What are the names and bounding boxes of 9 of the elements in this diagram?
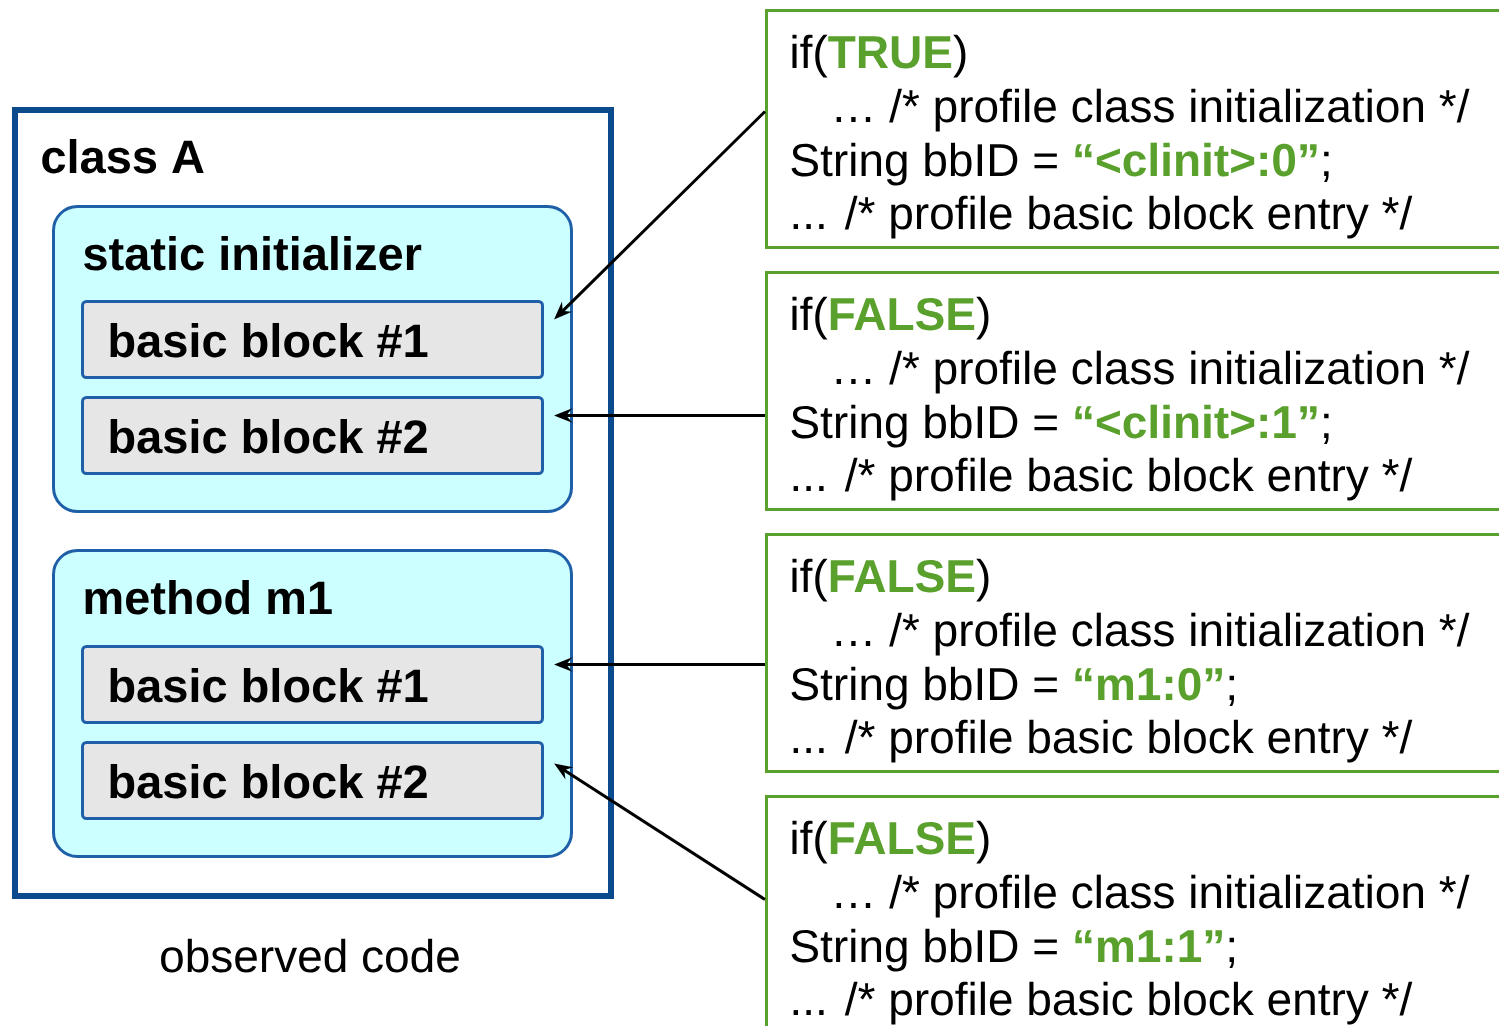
basic-block-box: basic block #2 <box>81 741 544 820</box>
code-box: if(FALSE) … /* profile class initialization */ String bbID = “m1:1”; ... /* profile basic block entry */ <box>765 795 1499 1026</box>
node-label: observed code <box>161 938 459 973</box>
basic-block-box: basic block #1 <box>81 645 544 724</box>
code-box: if(FALSE) … /* profile class initialization */ String bbID = “<clinit>:1”; ... /* profile basic block entry */ <box>765 271 1499 511</box>
code-box: if(TRUE) … /* profile class initialization */ String bbID = “<clinit>:0”; ... /* profile basic block entry */ <box>765 9 1499 249</box>
basic-block-box: basic block #1 <box>81 300 544 379</box>
basic-block-box: basic block #2 <box>81 396 544 475</box>
code-box: if(FALSE) … /* profile class initialization */ String bbID = “m1:0”; ... /* profile basic block entry */ <box>765 533 1499 773</box>
